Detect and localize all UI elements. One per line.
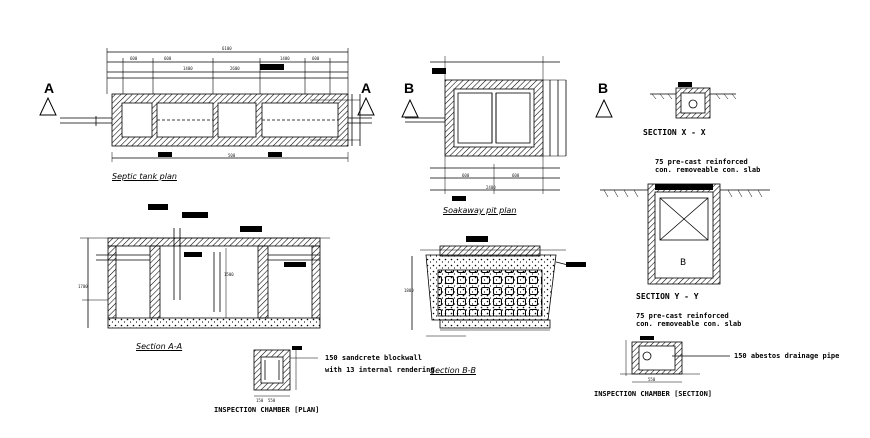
soakaway-pit-plan	[405, 56, 567, 201]
marker-a-right-label: A	[361, 80, 372, 96]
septic-tank-plan-title: Septic tank plan	[112, 172, 177, 181]
section-y-y-slab-note-1: 75 pre-cast reinforced	[655, 158, 748, 166]
section-y-y	[600, 183, 770, 285]
septic-tank-plan	[60, 48, 372, 162]
section-b-b	[411, 236, 586, 337]
soakaway-dim-3: 600	[512, 173, 520, 178]
septic-dim-bottom: 500	[228, 153, 236, 158]
section-marker-b-right	[595, 98, 613, 118]
marker-a-left-label: A	[44, 80, 55, 96]
inspection-section-dim: 550	[648, 377, 656, 382]
soakaway-dim-1: 2400	[486, 185, 496, 190]
marker-b-left-label: B	[404, 80, 415, 96]
septic-dim-4: 2600	[230, 66, 240, 71]
inspection-section-title: INSPECTION CHAMBER [SECTION]	[594, 390, 713, 398]
section-a-a-title: Section A-A	[136, 342, 183, 351]
section-a-a-height: 1700	[78, 284, 88, 289]
section-x-x	[650, 82, 737, 119]
septic-overall-dim: 6100	[222, 46, 232, 51]
inspection-section-pipe-note: 150 abestos drainage pipe	[734, 352, 840, 360]
septic-dim-3: 1400	[183, 66, 193, 71]
inspection-section-slab-note-1: 75 pre-cast reinforced	[636, 312, 729, 320]
inspection-plan-title: INSPECTION CHAMBER [PLAN]	[214, 406, 320, 414]
septic-dim-2: 600	[164, 56, 172, 61]
inspection-chamber-section	[620, 336, 730, 383]
septic-dim-1: 600	[130, 56, 138, 61]
section-x-x-title: SECTION X - X	[643, 128, 706, 137]
section-a-a	[80, 204, 330, 329]
section-marker-b-left	[401, 98, 419, 118]
inspection-plan-dim-1: 550	[268, 398, 276, 403]
soakaway-pit-plan-title: Soakaway pit plan	[443, 206, 517, 215]
inspection-plan-note-1: 150 sandcrete blockwall	[325, 354, 422, 362]
septic-dim-6: 600	[312, 56, 320, 61]
septic-dim-5: 1400	[280, 56, 290, 61]
section-b-b-title: Section B-B	[430, 366, 476, 375]
inspection-plan-dim-2: 150	[256, 398, 264, 403]
section-marker-a-left	[39, 96, 57, 116]
section-y-y-title: SECTION Y - Y	[636, 292, 699, 301]
section-a-a-inner: 1500	[224, 272, 234, 277]
section-y-y-slab-note-2: con. removeable con. slab	[655, 166, 761, 174]
marker-b-right-label: B	[598, 80, 609, 96]
section-marker-a-right	[357, 96, 375, 116]
soakaway-dim-2: 600	[462, 173, 470, 178]
inspection-plan-note-2: with 13 internal rendering	[325, 366, 435, 374]
inspection-section-slab-note-2: con. removeable con. slab	[636, 320, 742, 328]
section-b-b-height: 1800	[404, 288, 414, 293]
section-y-y-letter: B	[680, 258, 687, 268]
inspection-chamber-plan	[253, 346, 318, 397]
